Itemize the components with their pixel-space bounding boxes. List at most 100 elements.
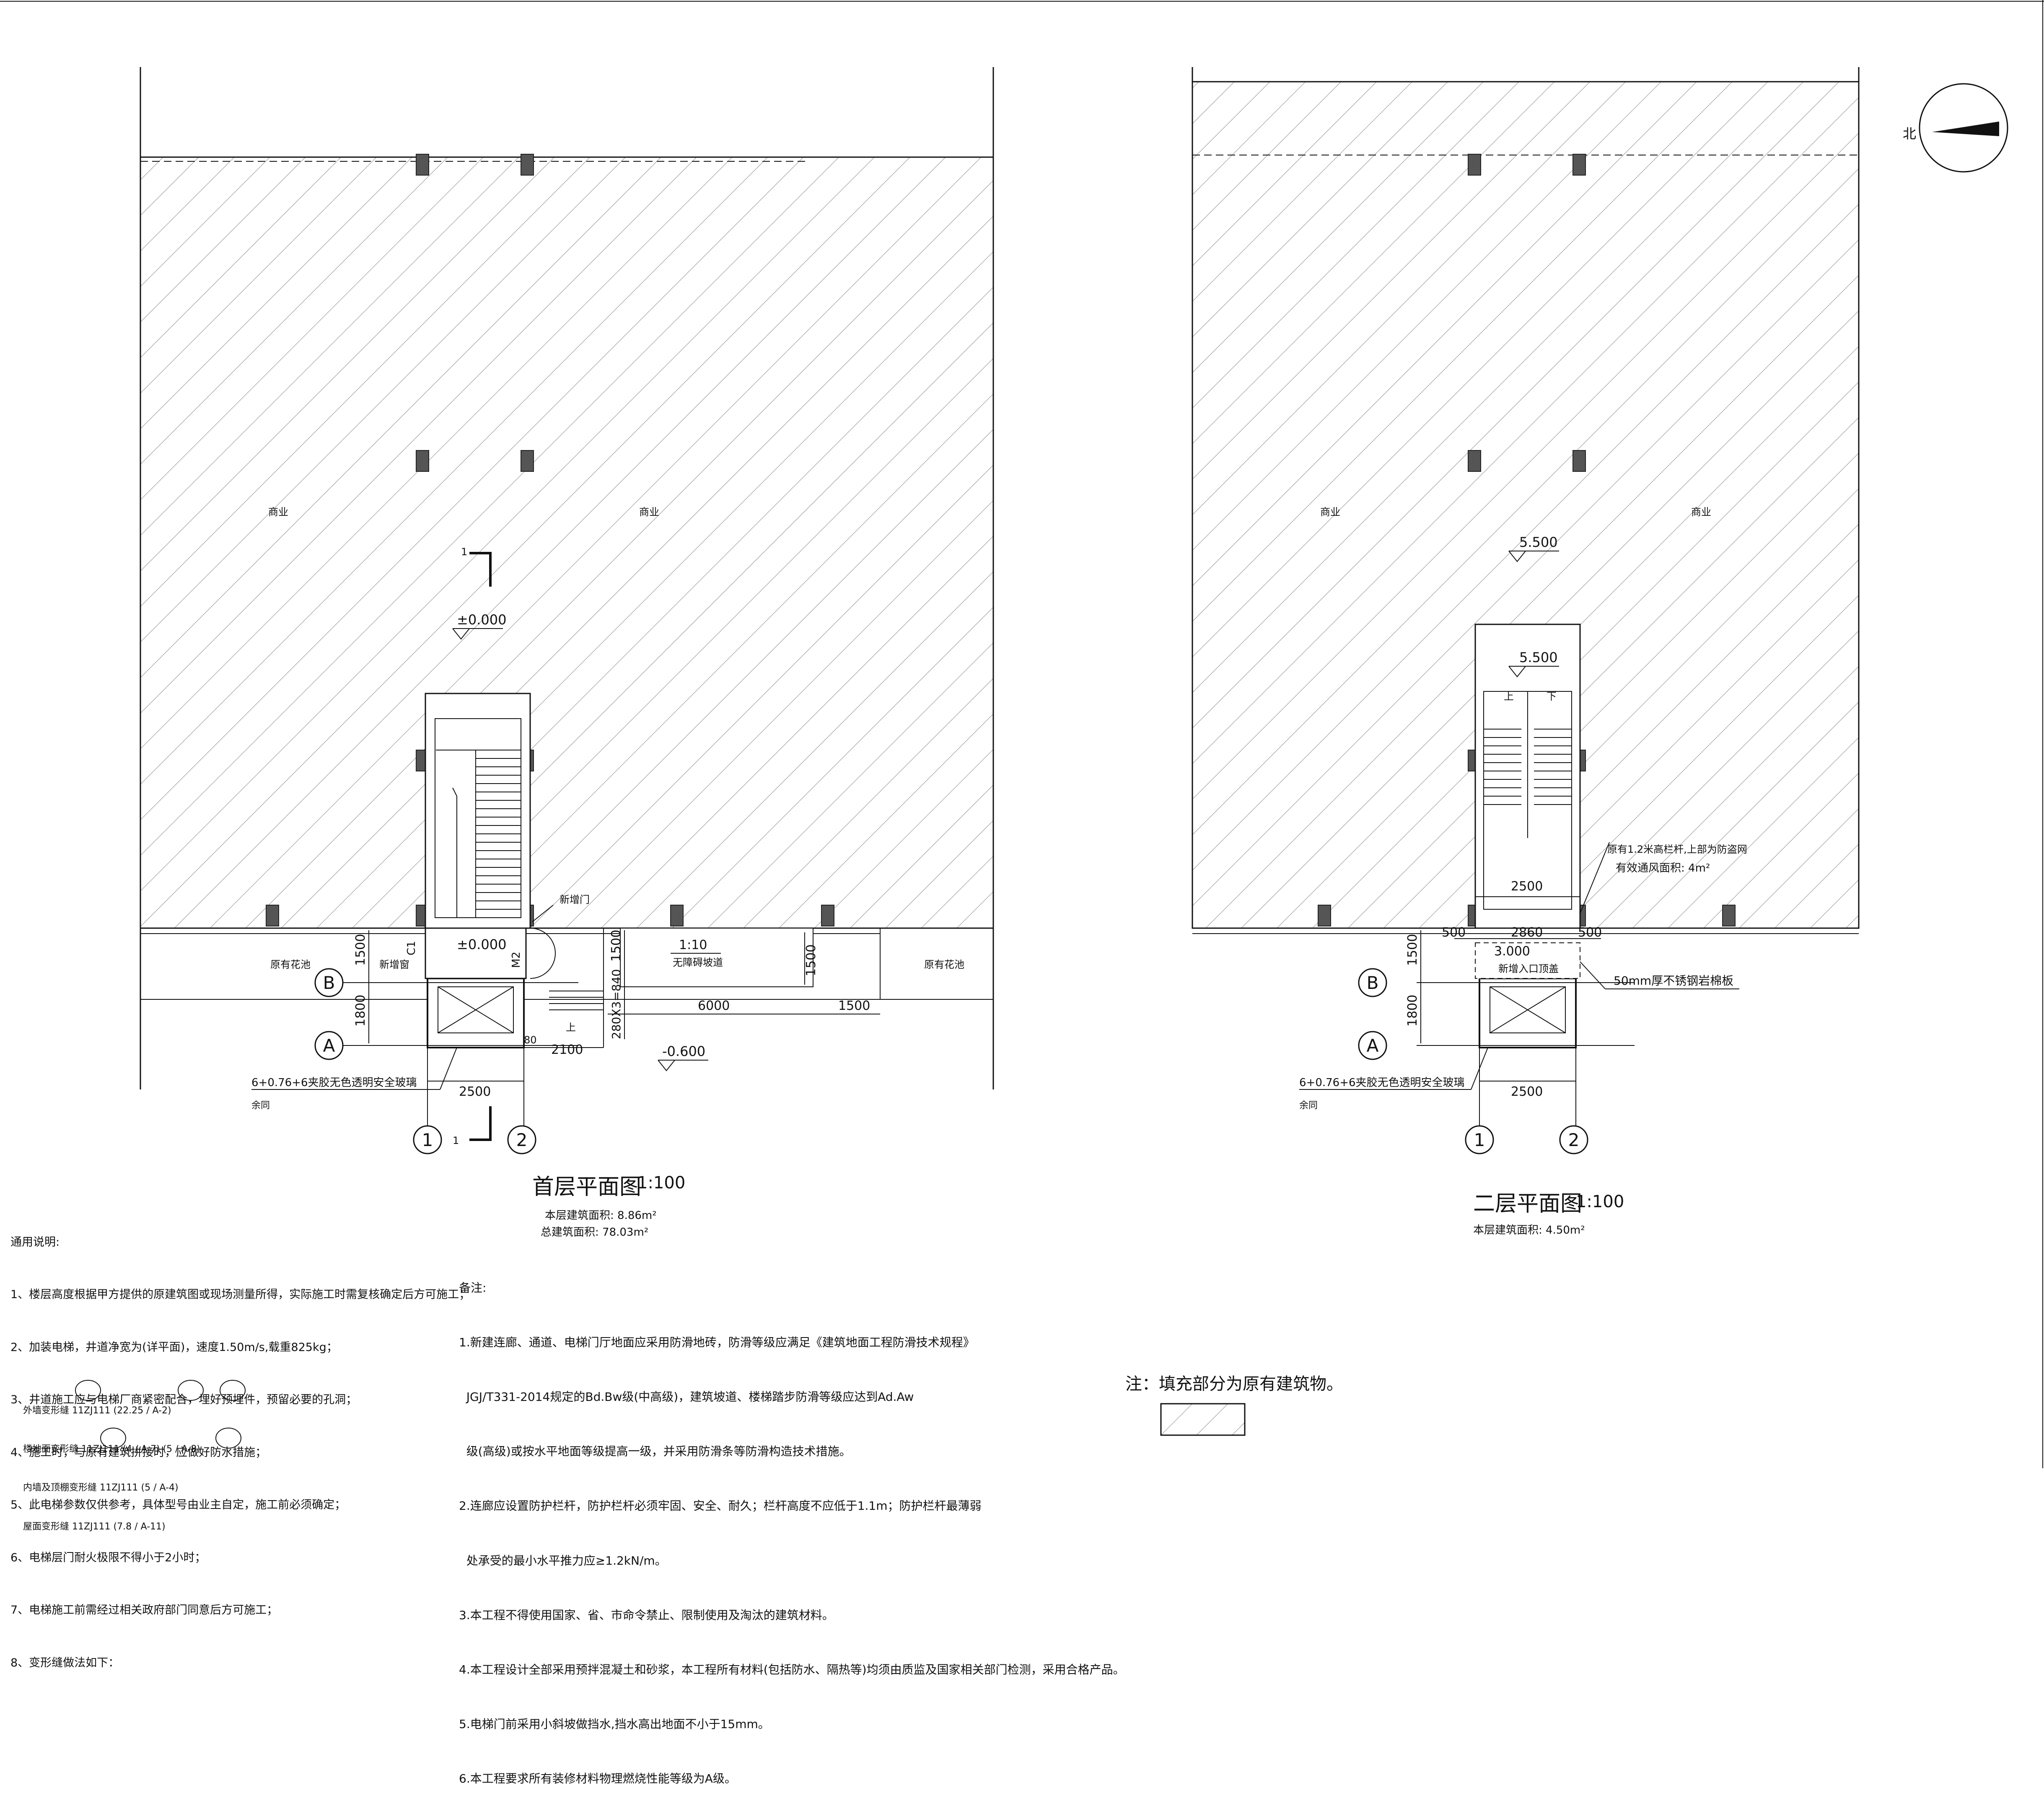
plan1-area-total: 总建筑面积: 78.03m² (541, 1226, 649, 1239)
plan2-elevator-cross (1490, 986, 1566, 1033)
plan2-dim-500b: 500 (1578, 925, 1602, 940)
plan2-elevator-car (1490, 986, 1566, 1033)
plan2-axis-bubble-2 (1559, 1125, 1588, 1154)
plan2-glass-note2: 余同 (1299, 1100, 1318, 1111)
general-note-item: 8、变形缝做法如下： (10, 1656, 120, 1669)
joint-ref-item: 内墙及顶棚变形缝 11ZJ111 (5 / A-4) (23, 1483, 179, 1493)
plan2-canopy-material: 50mm厚不锈钢岩棉板 (1614, 974, 1733, 988)
plan1-elevator-cross (438, 986, 514, 1033)
plan2-dim-2860: 2860 (1511, 925, 1543, 940)
joint-callout-circle (220, 1380, 246, 1401)
plan1-axis-bubble-1 (413, 1125, 442, 1154)
plan1-dim-1500: 1500 (353, 934, 368, 966)
plan1-dim-2100: 2100 (551, 1043, 583, 1057)
plan1-section-label-top: 1 (461, 546, 467, 558)
plan1-up-label: 上 (566, 1022, 576, 1033)
plan1-column (670, 905, 684, 926)
plan1-dim-80: 80 (524, 1034, 537, 1046)
remark-item: 3.本工程不得使用国家、省、市命令禁止、限制使用及淘汰的建筑材料。 (459, 1608, 834, 1622)
plan-1: B A 1 2 1 1 商业 商业 ±0.000 ±0.000 -0.600 原… (140, 67, 994, 1154)
plan2-canopy-leader (1580, 961, 1606, 989)
plan1-glass-note: 6+0.76+6夹胶无色透明安全玻璃 (251, 1076, 417, 1089)
north-arrow-label: 北 (1903, 126, 1916, 142)
general-note-item: 2、加装电梯，井道净宽为(详平面)，速度1.50m/s,载重825kg； (10, 1340, 338, 1354)
general-note-item: 1、楼层高度根据甲方提供的原建筑图或现场测量所得，实际施工时需复核确定后方可施工… (10, 1288, 471, 1301)
general-notes-heading: 通用说明: (10, 1235, 60, 1249)
general-note-item: 6、电梯层门耐火极限不得小于2小时； (10, 1551, 206, 1564)
general-note-item: 4、施工时，与原有建筑拼接时，应做好防水措施； (10, 1446, 267, 1459)
plan2-column (1573, 450, 1586, 472)
plan2-rail-leader (1580, 842, 1610, 914)
plan2-column (1722, 905, 1736, 926)
joint-callout-circle (178, 1380, 204, 1401)
plan2-glass-leader (1471, 1047, 1488, 1090)
plan-2: B A 1 2 商业 商业 5.500 5.500 3.000 新增入口顶盖 5… (1192, 67, 1860, 1154)
plan2-rail-note2: 有效通风面积: 4m² (1616, 862, 1710, 875)
plan2-column (1573, 154, 1586, 176)
plan1-elev-marker (452, 628, 470, 640)
plan2-column (1468, 154, 1481, 176)
plan1-column (416, 154, 429, 176)
plan1-existing-building (140, 156, 994, 929)
plan2-canopy (1475, 942, 1580, 979)
plan1-dim-stair: 280X3=840 (609, 969, 623, 1039)
plan2-axis-bubble-a (1358, 1031, 1387, 1060)
plan1-column (821, 905, 834, 926)
plan1-elev-main: ±0.000 (457, 612, 506, 628)
plan1-stair-treads (436, 750, 521, 918)
plan2-dim-2500: 2500 (1511, 1084, 1543, 1099)
plan1-new-window-label: 新增窗 (379, 959, 409, 970)
general-note-item: 3、井道施工应与电梯厂商紧密配合，埋好预埋件，预留必要的孔洞； (10, 1393, 358, 1407)
plan2-dim-2500top: 2500 (1511, 879, 1543, 894)
joint-callout-circle (75, 1380, 101, 1401)
plan2-dim-500a: 500 (1442, 925, 1466, 940)
plan2-axis-bubble-b (1358, 968, 1387, 997)
plan2-elev-marker (1508, 551, 1526, 562)
plan1-room-right: 商业 (639, 506, 659, 518)
joint-callout-circle (100, 1428, 126, 1449)
plan1-title: 首层平面图 (532, 1175, 642, 1200)
plan2-dim-1800: 1800 (1405, 995, 1420, 1027)
plan2-axis-label-b: B (1367, 973, 1379, 993)
plan1-dim-1500d: 1500 (804, 944, 819, 976)
plan1-axis-bubble-b (314, 968, 344, 997)
plan1-door-swing (530, 953, 556, 979)
plan2-axis-label-1: 1 (1474, 1130, 1485, 1150)
remark-item: 4.本工程设计全部采用预拌混凝土和砂浆，本工程所有材料(包括防水、隔热等)均须由… (459, 1662, 1125, 1677)
plan1-glass-leader (440, 1047, 457, 1090)
plan2-axis-label-2: 2 (1568, 1130, 1580, 1150)
plan1-section-mark-bottom (469, 1106, 492, 1141)
plan1-dim-1800: 1800 (353, 995, 368, 1027)
plan1-column (266, 905, 279, 926)
plan2-title: 二层平面图 (1473, 1191, 1583, 1216)
plan1-elevator-car (438, 986, 514, 1033)
plan1-section-mark-top (469, 552, 492, 587)
plan1-door-code: M2 (510, 952, 523, 968)
plan1-window-code: C1 (405, 941, 418, 955)
plan2-canopy-label: 新增入口顶盖 (1498, 963, 1559, 975)
remark-item: 2.连廊应设置防护栏杆，防护栏杆必须牢固、安全、耐久；栏杆高度不应低于1.1m；… (459, 1499, 982, 1513)
plan1-axis-label-a: A (323, 1035, 335, 1056)
plan2-elev-marker-stair (1508, 666, 1526, 678)
north-arrow-pointer (1932, 122, 1999, 136)
joint-ref-item: 屋面变形缝 11ZJ111 (7.8 / A-11) (23, 1521, 166, 1532)
plan1-ramp (620, 928, 813, 987)
plan2-stair-treads (1484, 691, 1572, 838)
plan1-dim-2500: 2500 (459, 1084, 491, 1099)
joint-ref-item: 外墙变形缝 11ZJ111 (22.25 / A-2) (23, 1405, 171, 1416)
plan1-axis-label-1: 1 (422, 1130, 433, 1150)
plan2-column (1318, 905, 1331, 926)
plan2-glass-note: 6+0.76+6夹胶无色透明安全玻璃 (1299, 1076, 1465, 1089)
plan1-glass-note2: 余同 (251, 1100, 270, 1111)
north-arrow: 北 (1903, 83, 2008, 173)
plan2-elev-stair: 5.500 (1519, 649, 1558, 665)
remark-item: 处承受的最小水平推力应≥1.2kN/m。 (459, 1553, 667, 1568)
plan2-room-left: 商业 (1320, 506, 1340, 518)
plan1-room-left: 商业 (268, 506, 288, 518)
plan1-stair-arrow (452, 787, 457, 918)
plan1-section-label-bottom: 1 (453, 1135, 459, 1146)
plan1-garden-left: 原有花池 (270, 959, 311, 970)
remark-item: JGJ/T331-2014规定的Bd.Bw级(中高级)，建筑坡道、楼梯踏步防滑等… (459, 1390, 914, 1404)
remark-item: 1.新建连廊、通道、电梯门厅地面应采用防滑地砖，防滑等级应满足《建筑地面工程防滑… (459, 1335, 975, 1349)
plan1-lobby (425, 927, 527, 979)
